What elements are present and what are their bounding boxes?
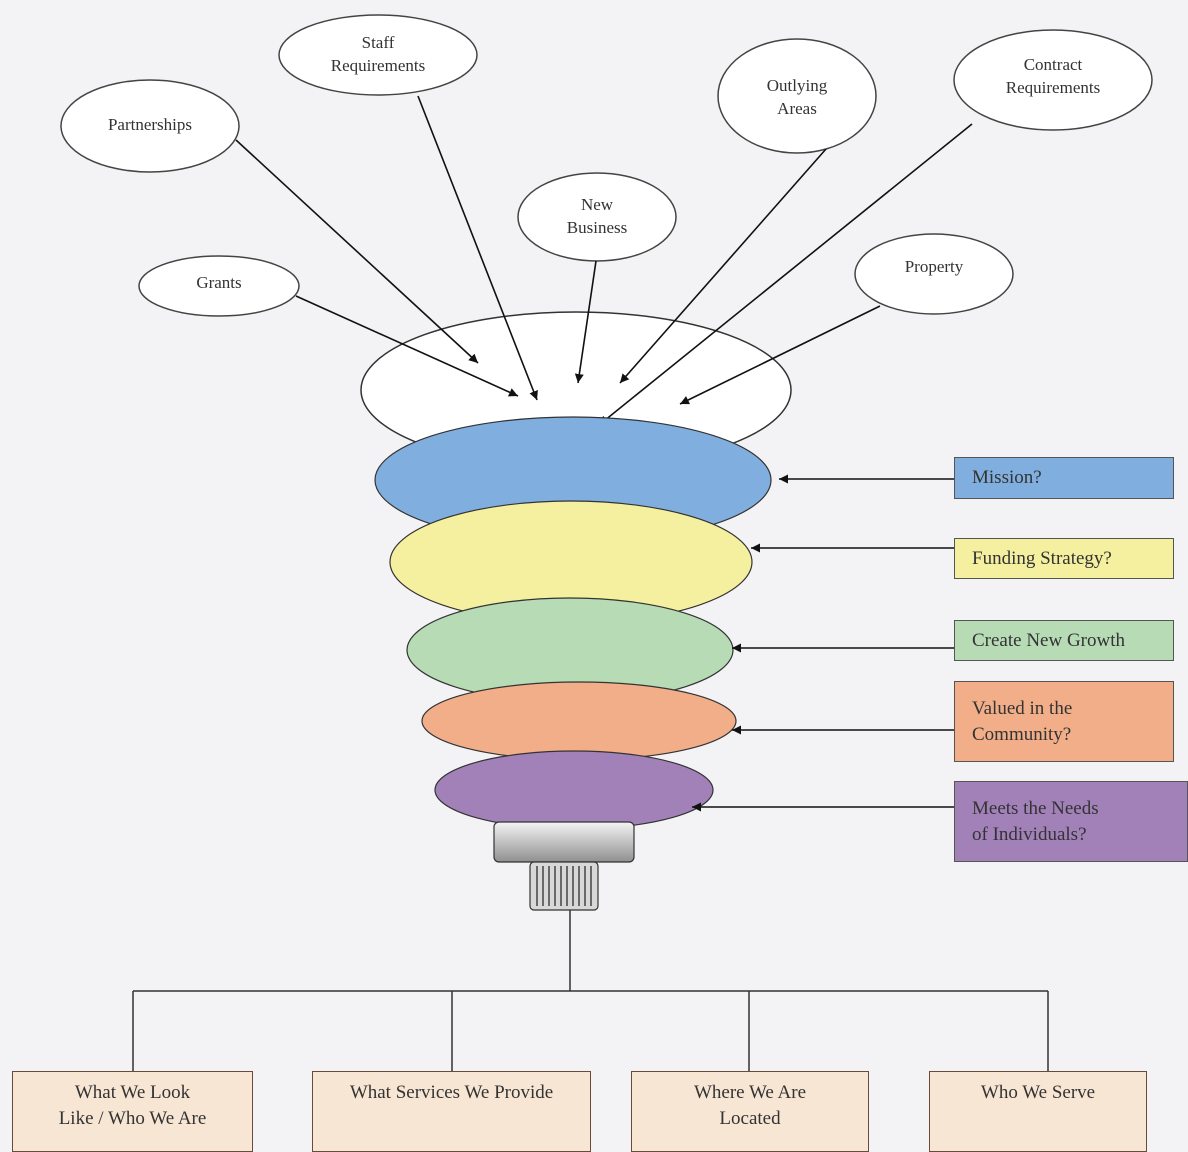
staff-requirements-oval xyxy=(278,14,478,96)
grants-oval xyxy=(138,255,300,317)
valued-disc xyxy=(421,681,737,761)
property-oval xyxy=(854,233,1014,315)
meets-needs-question-line1: Meets the Needs xyxy=(972,797,1099,819)
partnerships-oval xyxy=(60,79,240,173)
property-label: Property xyxy=(904,257,964,276)
staff-requirements-arrow xyxy=(417,95,538,401)
valued-question-line1: Valued in the xyxy=(972,697,1073,719)
valued-question-line2: Community? xyxy=(972,723,1072,745)
new-business-oval xyxy=(517,172,677,262)
contract-requirements-oval xyxy=(953,29,1153,131)
outlying-areas-arrow xyxy=(619,148,827,384)
funnel-neck xyxy=(493,821,635,863)
create-new-growth-text: Create New Growth xyxy=(972,629,1126,651)
mission-question-text: Mission? xyxy=(972,467,1042,488)
meets-needs-disc xyxy=(434,750,714,830)
grants-label: Grants xyxy=(196,273,242,292)
meets-needs-question-line2: of Individuals? xyxy=(972,823,1087,845)
create-new-growth-box: Create New Growth xyxy=(954,620,1174,661)
funding-strategy-question-text: Funding Strategy? xyxy=(972,547,1112,569)
partnerships-label: Partnerships xyxy=(107,115,193,134)
outcome-services: What Services We Provide xyxy=(312,1071,591,1152)
contract-requirements-arrow xyxy=(598,123,973,426)
outcome-located: Where We Are Located xyxy=(631,1071,869,1152)
tree-connectors xyxy=(132,910,1049,1071)
partnerships-arrow xyxy=(235,139,479,364)
outcome-serve: Who We Serve xyxy=(929,1071,1147,1152)
new-business-label: New Business xyxy=(566,195,628,237)
funding-strategy-question-box: Funding Strategy? xyxy=(954,538,1174,579)
mission-question-box: Mission? xyxy=(954,457,1174,499)
valued-question-box: Valued in the Community? xyxy=(954,681,1174,762)
outlying-areas-oval xyxy=(717,38,877,154)
staff-requirements-label: Staff Requirements xyxy=(330,33,426,75)
outlying-areas-label: Outlying Areas xyxy=(766,76,828,118)
new-business-arrow xyxy=(574,260,597,384)
funnel-spout xyxy=(529,861,599,911)
meets-needs-question-box: Meets the Needs of Individuals? xyxy=(954,781,1188,862)
property-arrow xyxy=(679,305,881,405)
contract-requirements-label: Contract Requirements xyxy=(1005,55,1101,97)
outcome-look-like: What We Look Like / Who We Are xyxy=(12,1071,253,1152)
grants-arrow xyxy=(295,295,519,397)
